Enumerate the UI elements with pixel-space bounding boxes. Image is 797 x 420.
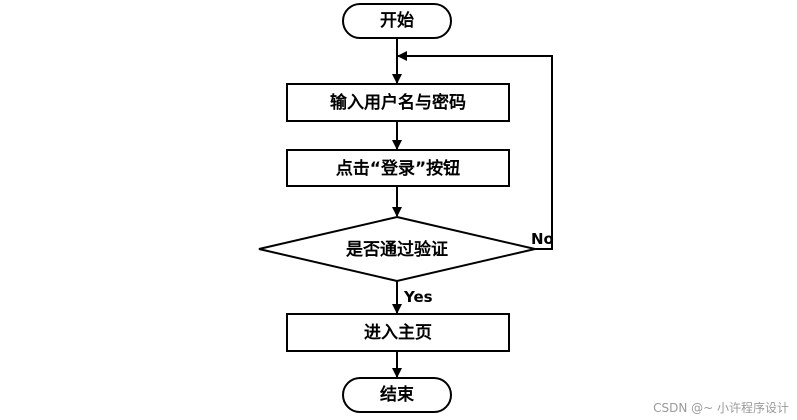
end-node-label: 结束 (380, 384, 414, 405)
end-node: 结束 (342, 377, 452, 413)
yes-branch-label: Yes (403, 288, 433, 306)
enter-home-box: 进入主页 (286, 313, 510, 352)
click-login-box: 点击“登录”按钮 (286, 149, 510, 187)
start-node: 开始 (342, 3, 452, 39)
input-credentials-label: 输入用户名与密码 (330, 92, 466, 113)
start-node-label: 开始 (380, 10, 414, 31)
no-branch-label: No (531, 230, 554, 248)
enter-home-label: 进入主页 (364, 322, 432, 343)
click-login-label: 点击“登录”按钮 (336, 158, 460, 179)
verification-decision: 是否通过验证 (258, 215, 536, 283)
verification-decision-label: 是否通过验证 (346, 239, 448, 260)
csdn-watermark: CSDN @~ 小许程序设计 (653, 401, 789, 415)
arrow-no-loop-back (397, 51, 553, 250)
input-credentials-box: 输入用户名与密码 (286, 83, 510, 122)
